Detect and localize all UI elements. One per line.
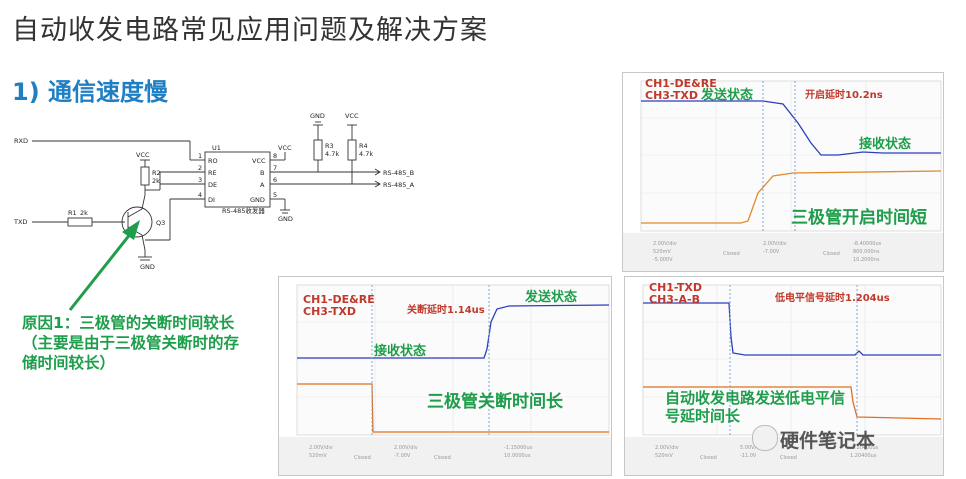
pin-6: 6 bbox=[273, 176, 277, 184]
q3-label: Q3 bbox=[156, 219, 165, 227]
scope-2-plot: 2.00V/div 520mV Closed 2.00V/div -7.00V Cl… bbox=[279, 284, 611, 475]
svg-text:-11.0V: -11.0V bbox=[740, 453, 757, 459]
b-label: B bbox=[260, 169, 264, 177]
scope-2-ch3-trace bbox=[297, 383, 609, 433]
scope-1-state-recv: 接收状态 bbox=[859, 137, 912, 152]
a-label: A bbox=[260, 181, 265, 189]
scope-1-ch1-trace bbox=[641, 100, 941, 156]
svg-text:-7.00V: -7.00V bbox=[763, 249, 780, 255]
scope-2-state-send: 发送状态 bbox=[525, 290, 578, 305]
scope-2-ch1-label: CH1-DE&RE bbox=[303, 293, 375, 306]
gnd2-label: GND bbox=[140, 263, 155, 271]
circuit-schematic: RXD TXD U1 RO RE DE DI VCC B A GND RS-48… bbox=[13, 112, 415, 271]
scope-3-plot: 2.00V/div 520mV Closed 5.00V/div -11.0V Cl… bbox=[625, 284, 943, 475]
pin-7: 7 bbox=[273, 164, 277, 172]
r2-value: 2k bbox=[152, 177, 160, 185]
svg-text:Closed: Closed bbox=[700, 455, 717, 461]
scope-1-ch1-label: CH1-DE&RE bbox=[645, 77, 717, 90]
svg-text:5.00V/div: 5.00V/div bbox=[740, 445, 764, 451]
scope-3-ch3-trace bbox=[643, 386, 942, 420]
gnd1-label: GND bbox=[310, 112, 325, 120]
svg-text:2.00V/div: 2.00V/div bbox=[763, 241, 787, 247]
scope-3-ch3-label: CH3-A-B bbox=[649, 293, 700, 306]
svg-text:520mV: 520mV bbox=[309, 453, 327, 459]
scope-1-plot: 2.00V/div 520mV -5.000V Closed 2.00V/div -7… bbox=[623, 80, 943, 271]
svg-text:-5.000V: -5.000V bbox=[653, 257, 673, 263]
de-label: DE bbox=[208, 181, 217, 189]
vcc2-label: VCC bbox=[345, 112, 359, 120]
pin-3: 3 bbox=[198, 176, 202, 184]
svg-text:-1.15000us: -1.15000us bbox=[504, 445, 533, 451]
scope-2-delay: 关断延时1.14us bbox=[407, 305, 485, 316]
pin-5: 5 bbox=[273, 191, 277, 199]
pin-2: 2 bbox=[198, 164, 202, 172]
scope-1-ch3-label: CH3-TXD bbox=[645, 89, 698, 102]
scope-2: 2.00V/div 520mV Closed 2.00V/div -7.00V Cl… bbox=[278, 276, 612, 476]
scope-3-caption: 自动收发电路发送低电平信号延时间长 bbox=[665, 389, 846, 425]
svg-text:Closed: Closed bbox=[723, 251, 740, 257]
scope-3-ch1-label: CH1-TXD bbox=[649, 281, 702, 294]
r4-value: 4.7k bbox=[359, 150, 373, 158]
r1-label: R1 bbox=[68, 209, 77, 217]
gnd-pin-label: GND bbox=[250, 196, 265, 204]
scope-1-state-send: 发送状态 bbox=[701, 88, 754, 103]
svg-text:10.0000us: 10.0000us bbox=[504, 453, 531, 459]
scope-1-caption: 三极管开启时间短 bbox=[791, 208, 927, 228]
di-label: DI bbox=[208, 196, 215, 204]
section-title: 1) 通信速度慢 bbox=[12, 78, 169, 106]
svg-text:Closed: Closed bbox=[780, 455, 797, 461]
rs485a-label: RS-485_A bbox=[383, 181, 415, 189]
svg-text:Closed: Closed bbox=[434, 455, 451, 461]
svg-text:800.000ns: 800.000ns bbox=[853, 249, 880, 255]
svg-text:-8.40000us: -8.40000us bbox=[853, 241, 882, 247]
pin-1: 1 bbox=[198, 152, 202, 160]
page-title: 自动收发电路常见应用问题及解决方案 bbox=[12, 15, 488, 46]
chip-label: RS-485收发器 bbox=[222, 206, 265, 215]
watermark: 硬件笔记本 bbox=[780, 430, 876, 452]
scope-1-ch3-trace bbox=[641, 170, 942, 224]
pin-8: 8 bbox=[273, 152, 277, 160]
svg-text:-1.20400us: -1.20400us bbox=[850, 445, 879, 451]
svg-text:2.00V/div: 2.00V/div bbox=[655, 445, 679, 451]
scope-3-delay: 低电平信号延时1.204us bbox=[775, 293, 890, 304]
svg-text:2.00V/div: 2.00V/div bbox=[653, 241, 677, 247]
cause-text: 原因1：三极管的关断时间较长（主要是由于三极管关断时的存储时间较长） bbox=[22, 314, 240, 372]
r4-label: R4 bbox=[359, 142, 368, 150]
pointer-arrow bbox=[68, 220, 140, 311]
re-label: RE bbox=[208, 169, 217, 177]
scope-1: 2.00V/div 520mV -5.000V Closed 2.00V/div -7… bbox=[622, 72, 944, 272]
scope-2-state-recv: 接收状态 bbox=[374, 344, 427, 359]
svg-text:Closed: Closed bbox=[354, 455, 371, 461]
ro-label: RO bbox=[208, 157, 218, 165]
svg-text:520mV: 520mV bbox=[655, 453, 673, 459]
vcc1-label: VCC bbox=[136, 151, 150, 159]
gnd3-label: GND bbox=[278, 215, 293, 223]
svg-text:Closed: Closed bbox=[823, 251, 840, 257]
vcc3-label: VCC bbox=[278, 144, 292, 152]
r3-label: R3 bbox=[325, 142, 334, 150]
u1-label: U1 bbox=[212, 144, 221, 152]
scope-1-delay: 开启延时10.2ns bbox=[805, 90, 883, 101]
svg-text:520mV: 520mV bbox=[653, 249, 671, 255]
vcc-pin-label: VCC bbox=[252, 157, 266, 165]
pin-4: 4 bbox=[198, 191, 202, 199]
rs485b-label: RS-485_B bbox=[383, 169, 414, 177]
scope-2-ch3-label: CH3-TXD bbox=[303, 305, 356, 318]
svg-text:-7.00V: -7.00V bbox=[394, 453, 411, 459]
r3-value: 4.7k bbox=[325, 150, 339, 158]
svg-text:2.00V/div: 2.00V/div bbox=[309, 445, 333, 451]
txd-label: TXD bbox=[13, 218, 27, 226]
svg-text:10.2000ns: 10.2000ns bbox=[853, 257, 880, 263]
wechat-icon bbox=[752, 425, 778, 451]
scope-2-ch1-trace bbox=[297, 304, 610, 359]
rxd-label: RXD bbox=[14, 137, 28, 145]
r1-value: 2k bbox=[80, 209, 88, 217]
svg-text:2.00V/div: 2.00V/div bbox=[394, 445, 418, 451]
scope-3: 2.00V/div 520mV Closed 5.00V/div -11.0V Cl… bbox=[624, 276, 944, 476]
scope-2-caption: 三极管关断时间长 bbox=[427, 392, 563, 412]
svg-text:1.20400us: 1.20400us bbox=[850, 453, 877, 459]
r2-label: R2 bbox=[152, 169, 161, 177]
